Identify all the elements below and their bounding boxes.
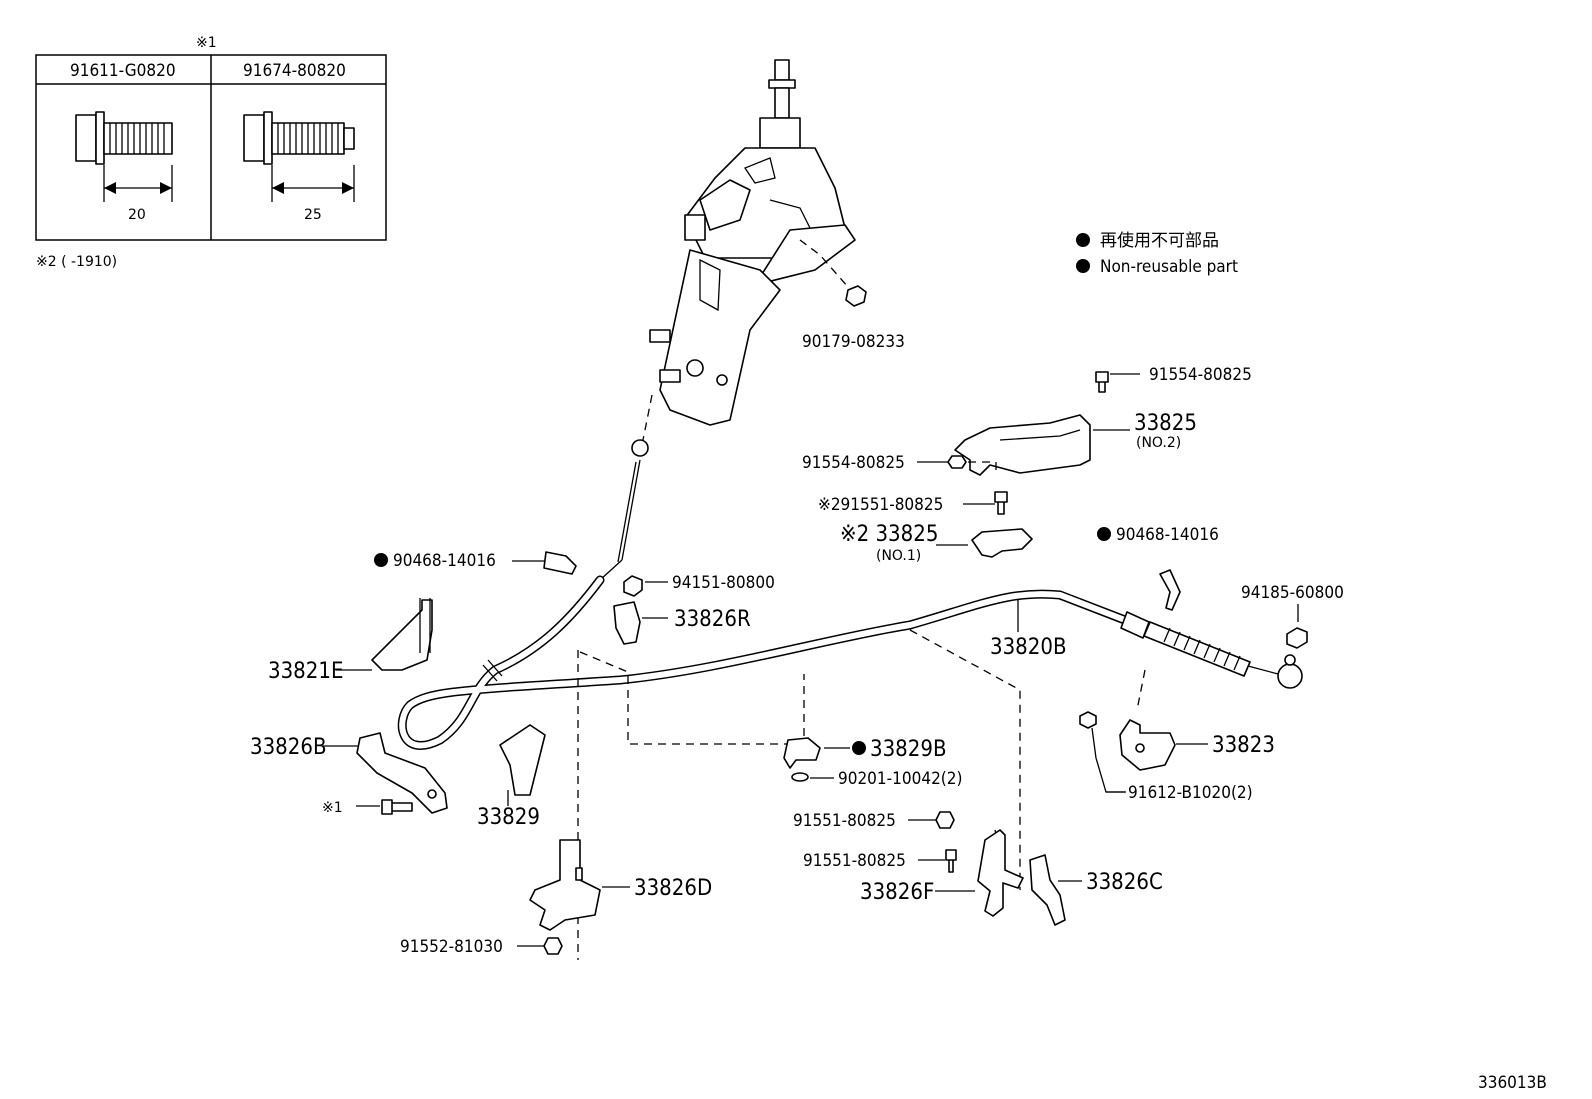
label-33826c: 33826C [1086,870,1163,895]
nut-icon [845,285,867,307]
label-33826f: 33826F [860,880,934,905]
bolt-icon [945,849,957,873]
nut-icon [1286,627,1308,649]
bracket-33825-no1-icon [971,528,1033,558]
label-91552-81030: 91552-81030 [400,937,503,957]
label-33826b: 33826B [250,735,327,760]
legend-en: Non-reusable part [1100,257,1238,277]
bracket-33826f-icon [977,829,1024,917]
flange-bolt-icon-1 [75,111,173,165]
inset-col2-length: 25 [304,207,322,223]
bolt-icon [947,455,967,469]
label-33821e: 33821E [268,659,343,684]
label-33829: 33829 [477,805,540,830]
label-90468-14016-left: 90468-14016 [393,551,496,571]
figure-id: 336013B [1478,1073,1547,1093]
label-33829b: 33829B [870,737,947,762]
inset-marker: ※1 [196,35,217,51]
bolt-icon [381,799,413,815]
non-reusable-dot-icon [1076,233,1090,247]
bracket-33829-icon [499,724,546,796]
bracket-33826d-icon [529,839,601,931]
non-reusable-dot-icon [1097,527,1111,541]
label-94185-60800: 94185-60800 [1241,583,1344,603]
label-90201-10042: 90201-10042(2) [838,769,962,789]
bracket-33823-icon [1119,719,1176,771]
flange-bolt-icon-2 [243,111,355,165]
label-33820b: 33820B [990,635,1067,660]
shift-cable-33820b [397,439,1303,750]
inset-col2-part: 91674-80820 [243,61,346,81]
mark-1: ※1 [322,800,343,816]
label-91551-80825-mark2: ※291551-80825 [818,495,943,515]
non-reusable-dot-icon [1076,259,1090,273]
bolt-icon [1079,711,1097,729]
spring-clip-33821e-icon [371,599,433,671]
legend-jp: 再使用不可部品 [1100,230,1219,251]
label-33825-no2: 33825 [1134,411,1197,436]
washer-icon [791,772,809,782]
clamp-33829b-icon [783,737,821,769]
bolt-icon [543,937,563,955]
bracket-33825-no2-icon [954,414,1091,476]
label-94151-80800: 94151-80800 [672,573,775,593]
note-2: ※2 ( -1910) [36,254,117,270]
bolt-icon [935,811,955,829]
inset-col1-length: 20 [128,207,146,223]
label-33826d: 33826D [634,876,712,901]
nut-icon [623,575,643,597]
label-33826r: 33826R [674,607,751,632]
inset-col1-part: 91611-G0820 [70,61,176,81]
bracket-33826b-icon [356,732,448,814]
bracket-33826r-icon [613,601,641,645]
label-33825-no2-sub: (NO.2) [1136,435,1181,451]
shift-lever-assembly [649,59,856,426]
label-91551-80825-a: 91551-80825 [793,811,896,831]
bolt-spec-inset: ※1 91611-G0820 91674-80820 20 25 [35,35,387,241]
label-33825-no1-sub: (NO.1) [876,548,921,564]
label-33823: 33823 [1212,733,1275,758]
label-91612-b1020: 91612-B1020(2) [1128,783,1253,803]
label-91551-80825-b: 91551-80825 [803,851,906,871]
label-90468-14016-right: 90468-14016 [1116,525,1219,545]
label-91554-80825-top: 91554-80825 [1149,365,1252,385]
clip-icon [543,551,577,575]
bolt-icon [994,491,1008,515]
non-reusable-dot-icon [852,741,866,755]
clip-icon [1159,569,1181,611]
non-reusable-dot-icon [374,553,388,567]
bolt-icon [1095,371,1109,393]
label-33825-no1: ※2 33825 [840,522,938,547]
label-90179-08233: 90179-08233 [802,332,905,352]
bracket-33826c-icon [1029,854,1066,926]
label-91554-80825-left: 91554-80825 [802,453,905,473]
legend: 再使用不可部品 Non-reusable part [1076,230,1238,277]
